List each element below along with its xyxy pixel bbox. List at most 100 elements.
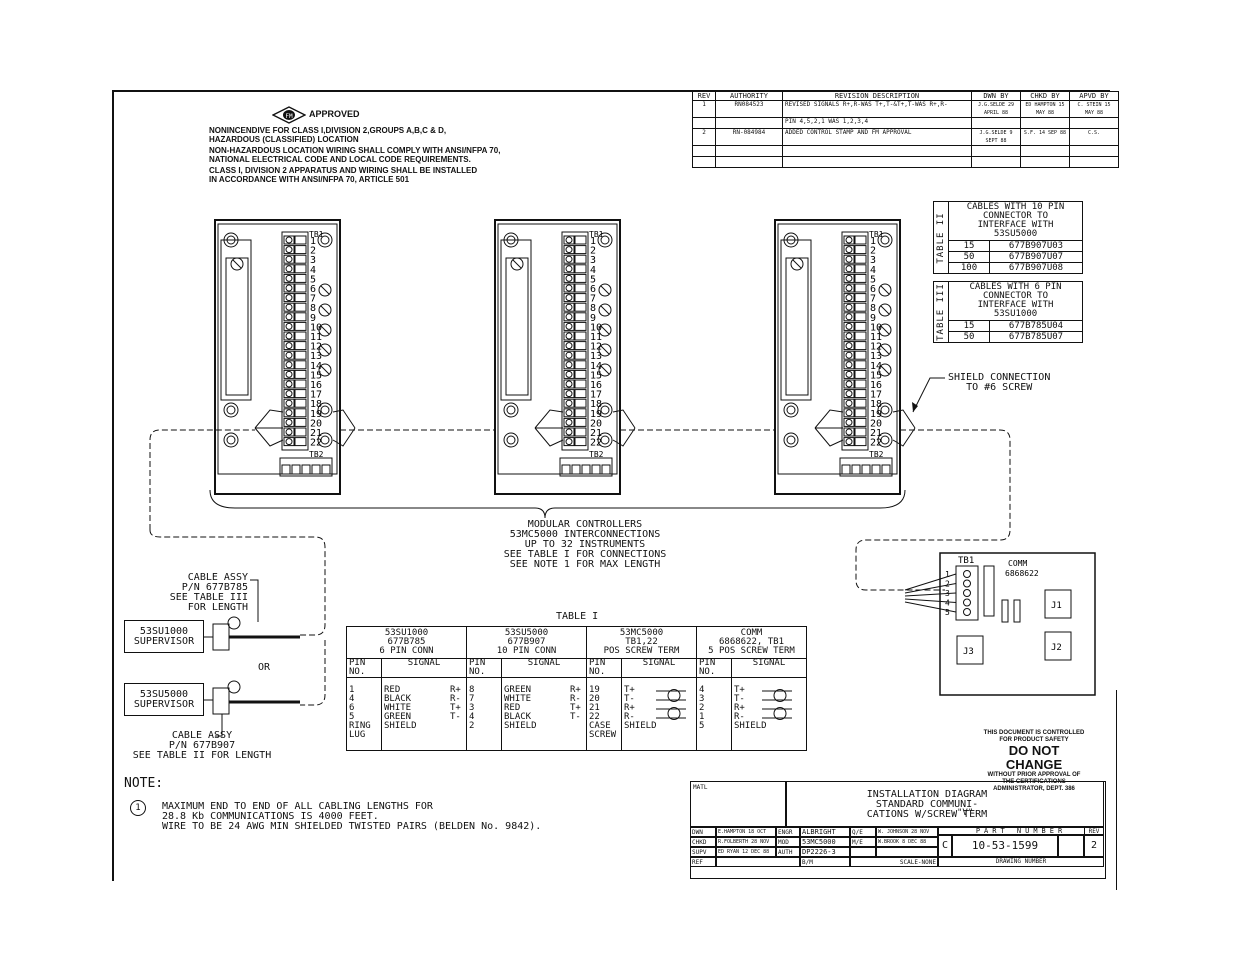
- comm-wire: [904, 583, 957, 594]
- adjust-screw: [230, 257, 244, 271]
- terminal-block-screw-slot: [880, 365, 890, 375]
- terminal-screw-head: [845, 351, 853, 359]
- wire-fan-left: [534, 409, 564, 447]
- terminal-block-screw-slot: [320, 325, 330, 335]
- terminal-clamp: [294, 293, 307, 303]
- terminal-block-screw: [598, 343, 612, 357]
- terminal-label-tb1: TB1: [589, 230, 604, 239]
- terminal-number: 7: [310, 294, 316, 305]
- terminal-screw-head: [565, 438, 573, 446]
- mounting-screw: [597, 402, 613, 418]
- mounting-screw-inner: [226, 435, 236, 445]
- terminal-clamp: [574, 417, 587, 427]
- bottom-connector-pin: [601, 464, 611, 475]
- terminal-screw: [563, 264, 575, 274]
- terminal-number: 12: [590, 342, 602, 353]
- terminal-clamp: [574, 437, 587, 447]
- terminal-clamp: [574, 245, 587, 255]
- terminal-number: 15: [870, 370, 882, 381]
- terminal-number: 18: [590, 399, 602, 410]
- shield-leader-arrow: [912, 402, 918, 412]
- terminal-number: 22: [590, 438, 602, 449]
- part-number: 10-53-1599: [952, 835, 1058, 857]
- terminal-screw-head: [565, 255, 573, 263]
- fm-mark-text: FM: [285, 113, 293, 120]
- terminal-number: 15: [590, 370, 602, 381]
- note-line: WIRE TO BE 24 AWG MIN SHIELDED TWISTED P…: [162, 821, 542, 832]
- terminal-block-screw: [598, 363, 612, 377]
- terminal-screw-head: [285, 236, 293, 244]
- cable-part-number: 677B907U03: [1008, 241, 1064, 251]
- mounting-screw-inner: [600, 405, 610, 415]
- table-i-group-line: 677B907: [507, 637, 546, 647]
- table-i-title: TABLE I: [556, 611, 599, 622]
- terminal-block-screw: [318, 323, 332, 337]
- supervisor-cable: [149, 529, 326, 706]
- table-i-group-line: 53SU5000: [504, 628, 549, 638]
- terminal-clamp: [294, 369, 307, 379]
- terminal-screw: [563, 302, 575, 312]
- terminal-number: 20: [870, 418, 882, 429]
- cable-length: 50: [949, 332, 990, 342]
- terminal-screw: [843, 360, 855, 370]
- terminal-screw: [843, 398, 855, 408]
- stamp-line: ADMINISTRATOR, DEPT. 386: [993, 786, 1075, 792]
- terminal-clamp: [294, 302, 307, 312]
- terminal-screw-head: [285, 265, 293, 273]
- adjust-screw-slot: [792, 259, 802, 269]
- terminal-number: 6: [870, 284, 876, 295]
- terminal-clamp: [574, 408, 587, 418]
- comm-terminal-screw: [963, 598, 971, 607]
- terminal-clamp: [854, 302, 867, 312]
- controllers-brace: [209, 489, 906, 519]
- terminal-number: 22: [310, 438, 322, 449]
- table-i-group-line: 53MC5000: [619, 628, 664, 638]
- mounting-screw-inner: [600, 235, 610, 245]
- title-block-field: ED RYAN 12 DEC 88: [716, 847, 776, 857]
- terminal-screw-head: [565, 399, 573, 407]
- title-block-field: [876, 847, 938, 857]
- comm-board-title: COMM: [1008, 559, 1027, 568]
- terminal-block-screw-slot: [600, 365, 610, 375]
- terminal-screw: [563, 417, 575, 427]
- table-i-signals: T+ T- R+ R- SHIELD: [621, 677, 697, 751]
- terminal-screw-head: [845, 265, 853, 273]
- terminal-clamp: [294, 264, 307, 274]
- terminal-screw-head: [565, 265, 573, 273]
- comm-jack-label: J1: [1051, 601, 1062, 611]
- table-i-group-line: 677B785: [387, 637, 426, 647]
- table-i-group-line: POS SCREW TERM: [603, 646, 680, 656]
- terminal-number: 12: [310, 342, 322, 353]
- terminal-number: 10: [590, 322, 602, 333]
- matl-cell: MATL: [690, 781, 786, 827]
- comm-terminal-number: 2: [945, 580, 950, 589]
- terminal-screw-head: [845, 332, 853, 340]
- terminal-clamp: [574, 341, 587, 351]
- terminal-block-screw: [318, 303, 332, 317]
- terminal-screw: [563, 321, 575, 331]
- title-block-field: DP2226-3: [800, 847, 850, 857]
- terminal-number: 12: [870, 342, 882, 353]
- terminal-screw: [283, 389, 295, 399]
- terminal-screw-head: [845, 255, 853, 263]
- terminal-clamp: [294, 427, 307, 437]
- controllers-note-line: SEE NOTE 1 FOR MAX LENGTH: [509, 559, 661, 570]
- mounting-screw-inner: [320, 235, 330, 245]
- cable-assy-line: P/N 677B907: [168, 740, 236, 751]
- cable-table-title-line: CABLES WITH 10 PIN: [966, 202, 1065, 212]
- cable-part-number: 677B785U04: [1008, 321, 1064, 331]
- terminal-screw-head: [845, 303, 853, 311]
- terminal-clamp: [294, 283, 307, 293]
- terminal-screw: [283, 417, 295, 427]
- terminal-screw-head: [565, 390, 573, 398]
- cable-table-title-line: CABLES WITH 6 PIN: [969, 282, 1062, 292]
- cable-length: 15: [949, 321, 990, 331]
- terminal-block-screw-slot: [880, 345, 890, 355]
- terminal-number: 18: [310, 399, 322, 410]
- title-block-field: R.FOLBERTH 28 NOV 88: [716, 837, 776, 847]
- terminal-screw: [843, 408, 855, 418]
- terminal-number: 14: [310, 361, 322, 372]
- terminal-clamp: [294, 321, 307, 331]
